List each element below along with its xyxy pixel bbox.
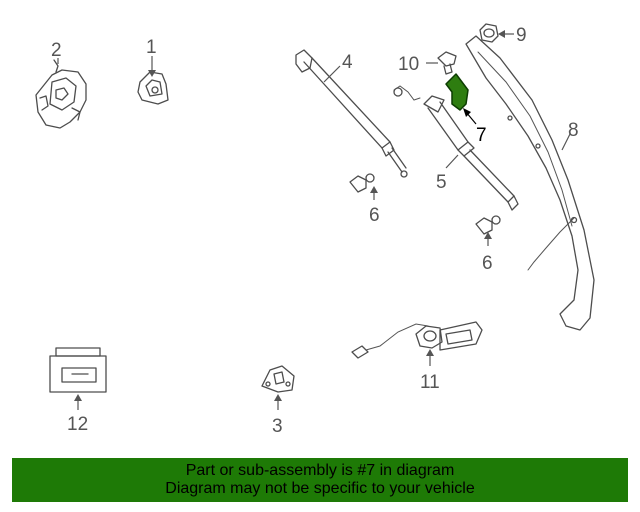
notice-banner: Part or sub-assembly is #7 in diagram Di… bbox=[12, 458, 628, 502]
callout-12: 12 bbox=[67, 414, 88, 435]
part-11-lamp-harness bbox=[351, 321, 483, 359]
notice-line-1: Part or sub-assembly is #7 in diagram bbox=[185, 462, 455, 479]
notice-line-2: Diagram may not be specific to your vehi… bbox=[165, 480, 475, 497]
callout-2: 2 bbox=[51, 40, 62, 61]
part-7-highlighted bbox=[445, 73, 469, 111]
part-3-striker bbox=[261, 365, 295, 393]
callout-6-left: 6 bbox=[369, 205, 380, 226]
part-10-clip bbox=[437, 51, 457, 75]
callout-7: 7 bbox=[476, 125, 487, 146]
parts-diagram: 2 1 4 10 9 7 bbox=[35, 23, 595, 437]
callout-4: 4 bbox=[342, 52, 353, 73]
part-2-motor bbox=[35, 59, 87, 129]
callout-6-right: 6 bbox=[482, 253, 493, 274]
part-5-power-strut bbox=[393, 85, 519, 211]
callout-9: 9 bbox=[516, 25, 527, 46]
part-6-ball-stud-right bbox=[475, 215, 501, 235]
part-9-grommet bbox=[479, 23, 499, 43]
part-1-bracket bbox=[137, 71, 169, 105]
callout-1: 1 bbox=[146, 37, 157, 58]
part-4-strut bbox=[295, 49, 408, 178]
part-12-switch bbox=[49, 347, 107, 393]
callout-8: 8 bbox=[568, 120, 579, 141]
callout-10: 10 bbox=[398, 54, 419, 75]
part-8-panel bbox=[465, 35, 595, 331]
part-6-ball-stud-left bbox=[349, 173, 375, 193]
callout-3: 3 bbox=[272, 416, 283, 437]
callout-5: 5 bbox=[436, 172, 447, 193]
callout-11: 11 bbox=[420, 372, 440, 393]
